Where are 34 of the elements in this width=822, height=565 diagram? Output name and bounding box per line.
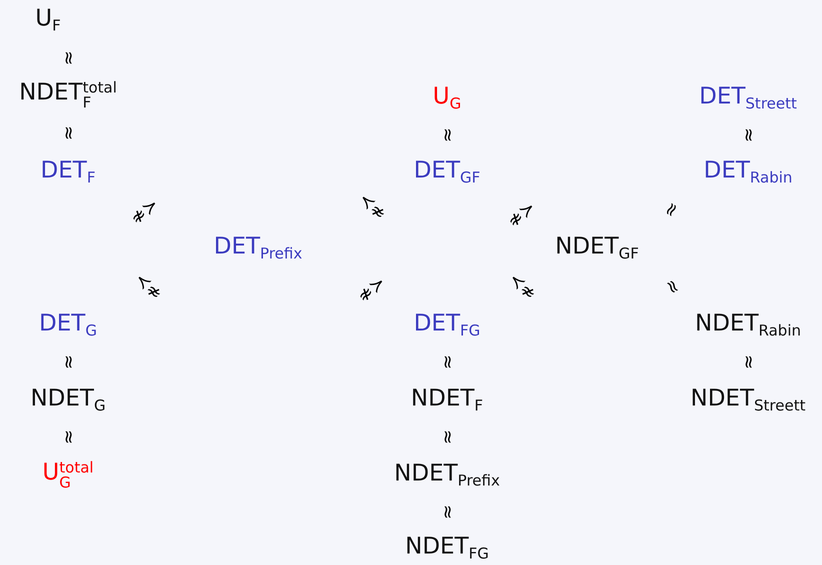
node-label: DET$_{Rabin}$	[704, 158, 792, 184]
relation-symbol: ≈	[59, 354, 77, 370]
relation-symbol: ≉≻	[354, 273, 390, 307]
node-label: DET$_{GF}$	[414, 158, 480, 184]
relation-symbol: ≈	[739, 354, 757, 370]
relation-symbol: ≈	[59, 50, 77, 66]
node-label: DET$_{G}$	[39, 310, 97, 336]
relation-symbol: ≺≉	[504, 270, 540, 304]
relation-symbol: ≈	[59, 429, 77, 445]
node-label: NDET$_{F}$	[410, 386, 484, 412]
relation-symbol: ≉≻	[128, 195, 162, 229]
relation-symbol: ≉≻	[504, 198, 540, 232]
node-label: U$_{F}$	[35, 6, 61, 32]
relation-symbol: ≈	[59, 125, 77, 141]
node-label: NDET$_{GF}$	[555, 234, 639, 260]
relation-symbol: ≈	[438, 354, 456, 370]
relation-symbol: ≈	[438, 127, 456, 143]
node-label: NDET$_{Prefix}$	[394, 460, 500, 486]
relation-symbol: ≈	[438, 504, 456, 520]
node-label: NDET$_{Streett}$	[690, 386, 806, 412]
relation-symbol: ≈	[660, 276, 684, 298]
node-label: NDET$_{FG}$	[405, 534, 489, 560]
node-label: DET$_{F}$	[40, 158, 96, 184]
node-label: NDET$_{Rabin}$	[695, 310, 801, 336]
node-label: DET$_{Prefix}$	[214, 234, 302, 260]
relation-symbol: ≈	[739, 127, 757, 143]
relation-symbol: ≺≉	[354, 190, 390, 224]
relation-symbol: ≺≉	[130, 270, 166, 304]
node-label: NDET$_{G}$	[30, 386, 106, 412]
node-label: DET$_{FG}$	[414, 310, 480, 336]
node-label: U$_{G}$	[432, 84, 462, 110]
relation-symbol: ≈	[660, 198, 684, 222]
node-label: DET$_{Streett}$	[699, 84, 797, 110]
relation-symbol: ≈	[438, 429, 456, 445]
